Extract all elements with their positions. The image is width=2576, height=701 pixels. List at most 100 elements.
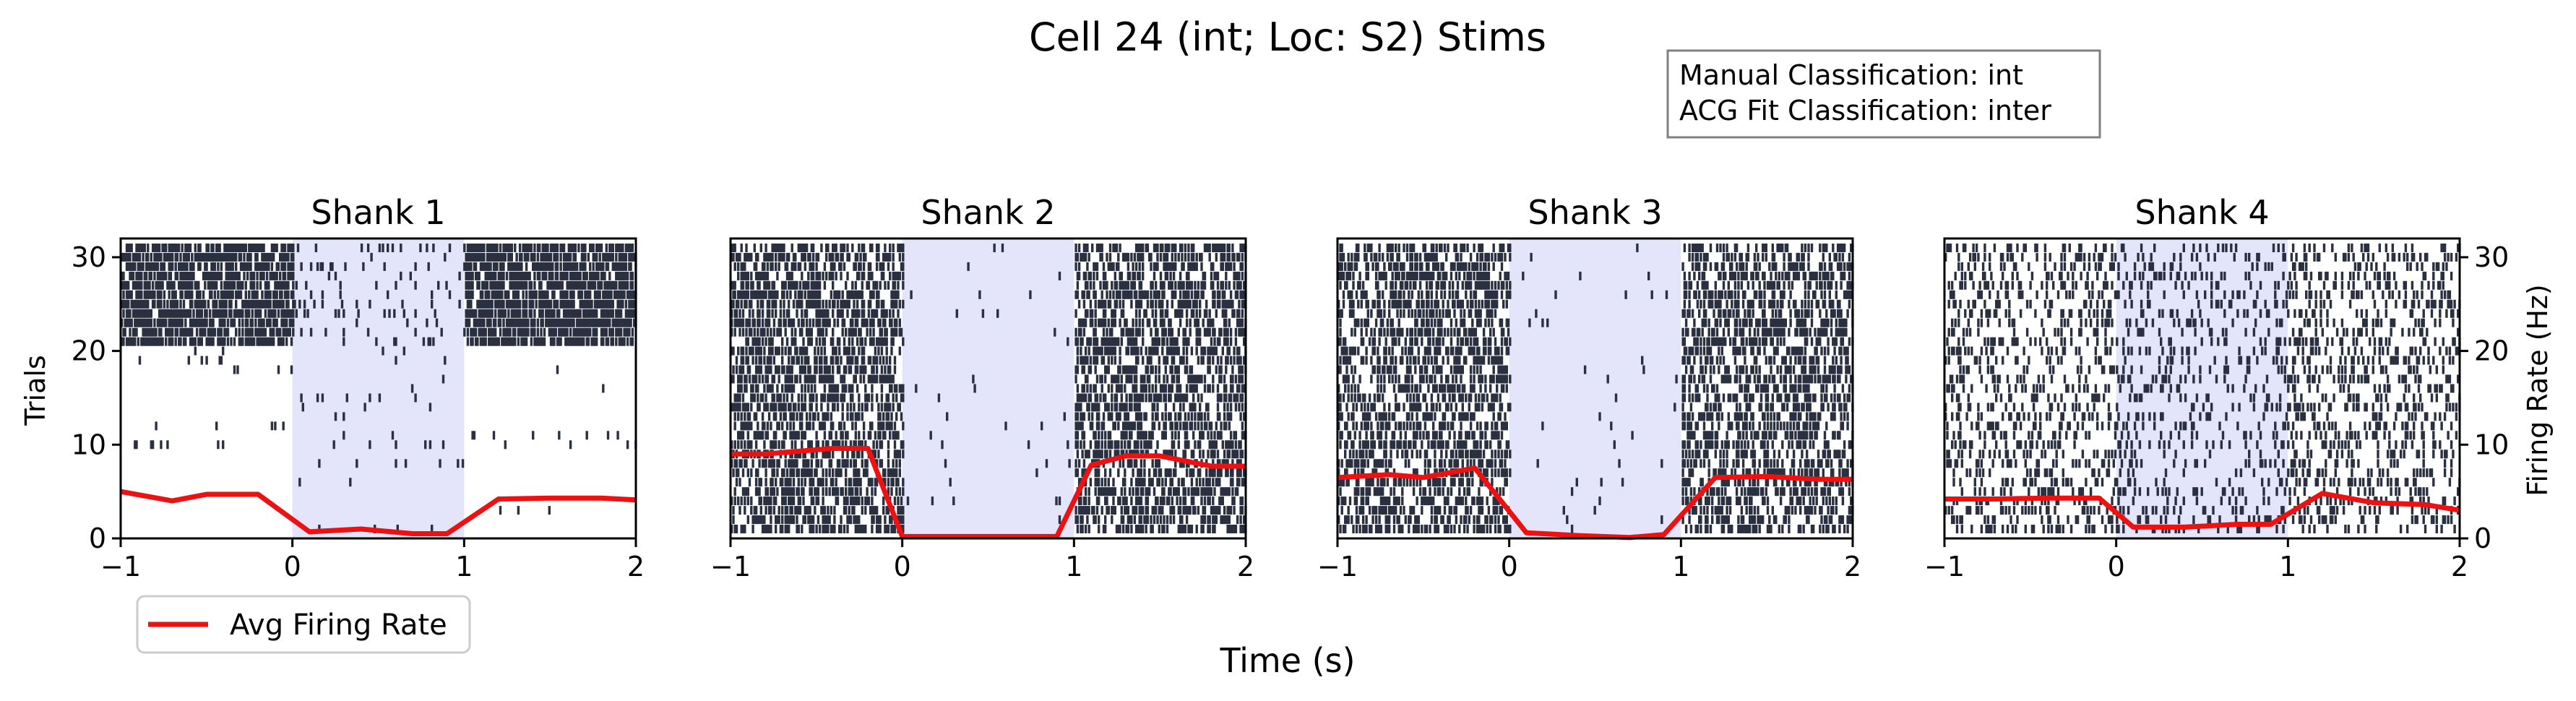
spike-mark [274, 318, 277, 327]
spike-mark [282, 252, 285, 262]
spike-mark [792, 403, 796, 412]
spike-mark [502, 327, 505, 337]
spike-mark [815, 459, 818, 468]
spike-mark [566, 327, 569, 337]
spike-mark [468, 318, 471, 327]
spike-mark [851, 450, 854, 459]
spike-mark [1171, 384, 1173, 393]
spike-mark [1181, 515, 1184, 525]
spike-mark [192, 262, 195, 271]
spike-mark [825, 450, 828, 459]
spike-mark [1094, 478, 1097, 487]
spike-mark [1134, 299, 1138, 309]
spike-mark [602, 327, 605, 337]
spike-mark [590, 337, 593, 346]
spike-mark [538, 280, 541, 290]
spike-mark [791, 515, 793, 525]
spike-mark [1169, 478, 1172, 487]
spike-mark [1112, 459, 1115, 468]
spike-mark [1171, 496, 1173, 506]
spike-mark [858, 431, 861, 440]
spike-mark [611, 318, 614, 327]
spike-mark [1192, 450, 1195, 459]
spike-mark [189, 327, 192, 337]
spike-mark [1151, 431, 1154, 440]
spike-mark [261, 290, 264, 299]
spike-mark [1104, 318, 1107, 327]
spike-mark [1203, 280, 1207, 290]
spike-mark [1216, 356, 1220, 365]
spike-mark [280, 290, 283, 299]
spike-mark [491, 309, 494, 318]
spike-mark [505, 290, 509, 299]
spike-mark [410, 384, 414, 393]
spike-mark [182, 262, 186, 271]
spike-mark [748, 374, 751, 384]
spike-mark [758, 309, 761, 318]
spike-mark [811, 421, 815, 431]
spike-mark [877, 515, 880, 525]
spike-mark [1229, 468, 1233, 478]
spike-mark [1121, 299, 1125, 309]
spike-mark [1143, 515, 1146, 525]
spike-mark [811, 299, 815, 309]
spike-mark [840, 309, 843, 318]
spike-mark [543, 299, 546, 309]
spike-mark [1192, 496, 1195, 506]
spike-mark [525, 244, 528, 252]
spike-mark [776, 365, 779, 374]
spike-mark [148, 337, 151, 346]
spike-mark [295, 280, 298, 290]
spike-mark [1168, 496, 1171, 506]
spike-mark [577, 318, 580, 327]
spike-mark [530, 280, 533, 290]
spike-mark [745, 356, 748, 365]
spike-mark [841, 459, 844, 468]
spike-mark [1163, 337, 1166, 346]
spike-mark [199, 290, 202, 299]
spike-mark [758, 431, 761, 440]
spike-mark [280, 318, 283, 327]
spike-mark [1176, 365, 1179, 374]
spike-mark [213, 252, 217, 262]
spike-mark [496, 290, 499, 299]
spike-mark [1128, 327, 1132, 337]
spike-mark [189, 318, 192, 327]
spike-mark [1223, 318, 1226, 327]
spike-mark [127, 252, 130, 262]
spike-mark [615, 327, 618, 337]
spike-mark [618, 244, 621, 252]
spike-mark [1074, 327, 1077, 337]
spike-mark [818, 290, 822, 299]
spike-mark [593, 290, 597, 299]
spike-mark [566, 299, 569, 309]
spike-mark [823, 421, 827, 431]
spike-mark [502, 280, 505, 290]
spike-mark [809, 440, 811, 450]
spike-mark [810, 515, 813, 525]
spike-mark [772, 412, 776, 421]
spike-mark [1185, 356, 1189, 365]
spike-mark [564, 262, 567, 271]
spike-mark [1087, 496, 1090, 506]
spike-mark [145, 327, 148, 337]
spike-mark [1229, 478, 1233, 487]
spike-mark [864, 506, 867, 515]
spike-mark [334, 271, 337, 280]
spike-mark [619, 318, 623, 327]
spike-mark [1185, 280, 1189, 290]
spike-mark [761, 271, 764, 280]
spike-mark [1128, 431, 1132, 440]
spike-mark [502, 299, 505, 309]
spike-mark [288, 309, 291, 318]
spike-mark [199, 309, 202, 318]
spike-mark [1223, 421, 1226, 431]
spike-mark [841, 412, 844, 421]
spike-mark [1177, 440, 1180, 450]
spike-mark [1084, 280, 1087, 290]
spike-mark [414, 280, 417, 290]
spike-mark [623, 318, 626, 327]
spike-mark [732, 290, 735, 299]
spike-mark [741, 356, 745, 365]
